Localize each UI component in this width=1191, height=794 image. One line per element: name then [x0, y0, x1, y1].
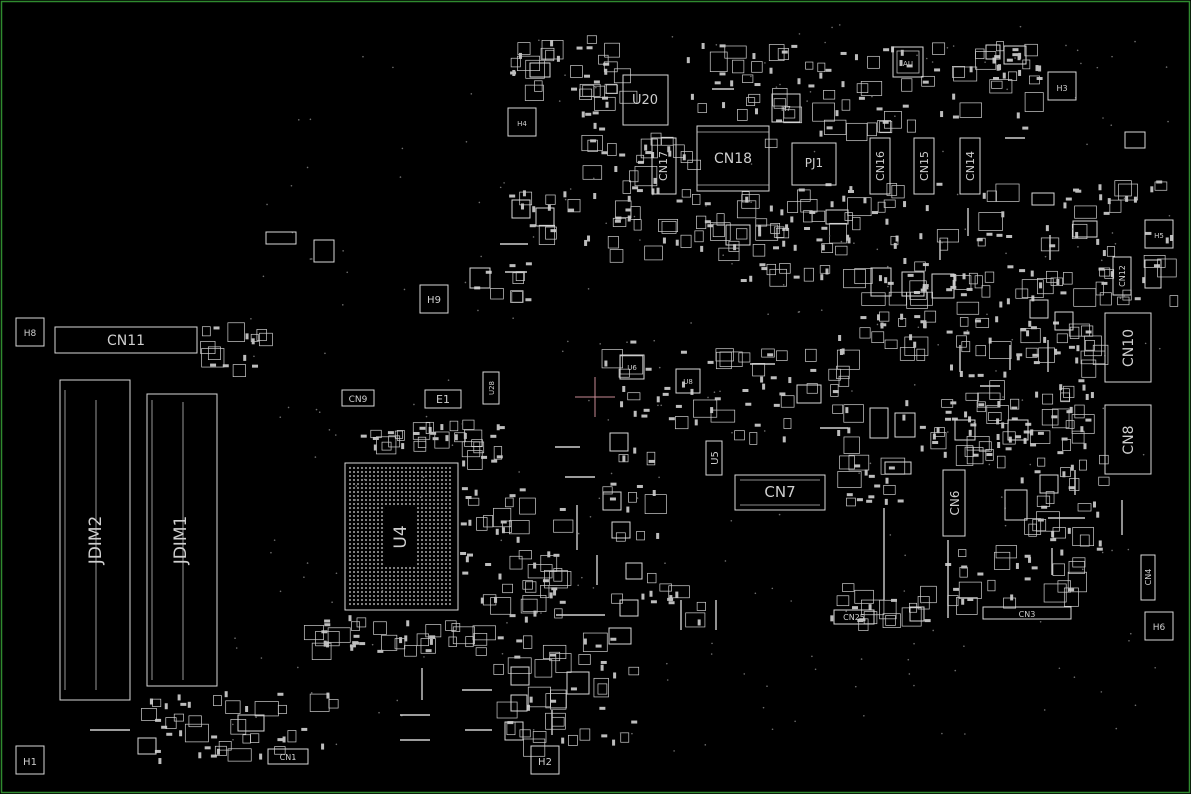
au-label: AU [903, 60, 913, 68]
h6-label: H6 [1153, 623, 1166, 633]
u20-label: U20 [632, 93, 658, 108]
crosshair-cursor-icon [575, 377, 615, 417]
u6-label: U6 [627, 364, 637, 372]
h4-label: H4 [517, 120, 527, 128]
pj1-jack[interactable]: PJ1 [791, 142, 837, 186]
h9-label: H9 [427, 295, 441, 306]
cn8-label: CN8 [1121, 425, 1137, 454]
cn8-connector[interactable]: CN8 [1104, 404, 1152, 475]
cn6-connector[interactable]: CN6 [942, 469, 966, 537]
cn10-label: CN10 [1121, 329, 1137, 367]
cn10-connector[interactable]: CN10 [1104, 312, 1152, 383]
hole-h1[interactable]: H1 [15, 745, 45, 775]
h7-label: H7 [781, 105, 791, 113]
u28-label: U28 [488, 381, 496, 395]
cn12-connector[interactable]: CN12 [1112, 256, 1132, 296]
hole-h4[interactable]: H4 [507, 107, 537, 137]
h5-label: H5 [1154, 232, 1164, 240]
jdim1-label: JDIM1 [171, 516, 191, 566]
hole-h8[interactable]: H8 [15, 317, 45, 347]
cn18-connector[interactable]: CN18 [696, 125, 770, 192]
cn14-label: CN14 [964, 151, 977, 181]
u8-chip[interactable]: U8 [675, 368, 701, 394]
cn11-connector[interactable]: CN11 [54, 326, 198, 354]
cn7-label: CN7 [764, 483, 795, 501]
cn4-connector[interactable]: CN4 [1140, 554, 1156, 601]
cn16-label: CN16 [874, 151, 887, 181]
h1-label: H1 [23, 757, 37, 768]
cn1-connector[interactable]: CN1 [267, 748, 309, 765]
u20-chip[interactable]: U20 [622, 74, 669, 126]
u5-chip[interactable]: U5 [705, 440, 723, 476]
cn4-label: CN4 [1144, 569, 1153, 586]
u6-chip[interactable]: U6 [619, 354, 645, 380]
smd-components [90, 24, 1179, 765]
au-chip[interactable]: AU [892, 46, 924, 78]
jdim2-label: JDIM2 [86, 516, 106, 566]
h8-label: H8 [24, 329, 37, 339]
cn15-label: CN15 [918, 151, 931, 181]
cn17-connector[interactable]: CN17 [651, 137, 677, 195]
cn11-label: CN11 [107, 333, 145, 349]
cn15-connector[interactable]: CN15 [913, 137, 935, 195]
cn25-connector[interactable]: CN25 [833, 609, 875, 625]
cn9-label: CN9 [349, 395, 368, 405]
cn6-label: CN6 [948, 491, 962, 516]
hole-h9[interactable]: H9 [419, 284, 449, 314]
e1-label: E1 [436, 393, 450, 406]
cn7-connector[interactable]: CN7 [734, 474, 826, 511]
e1-part[interactable]: E1 [424, 389, 462, 409]
hole-h7[interactable]: H7 [771, 93, 801, 123]
jdim1-slot[interactable]: JDIM1 [146, 393, 218, 687]
u4-label: U4 [391, 525, 411, 548]
hole-h5[interactable]: H5 [1144, 219, 1174, 249]
cn1-label: CN1 [280, 753, 297, 762]
hole-h3[interactable]: H3 [1047, 71, 1077, 101]
jdim2-slot[interactable]: JDIM2 [59, 379, 131, 701]
hole-h6[interactable]: H6 [1144, 611, 1174, 641]
cn18-label: CN18 [714, 151, 752, 167]
u8-label: U8 [683, 378, 693, 386]
pj1-label: PJ1 [805, 156, 823, 170]
h2-label: H2 [538, 757, 552, 768]
u28-chip[interactable]: U28 [482, 371, 500, 405]
h3-label: H3 [1056, 84, 1067, 93]
cn16-connector[interactable]: CN16 [869, 137, 891, 195]
hole-h2[interactable]: H2 [530, 745, 560, 775]
cn12-label: CN12 [1118, 265, 1127, 287]
cn3-connector[interactable]: CN3 [982, 606, 1072, 620]
cn17-label: CN17 [657, 151, 670, 181]
u5-label: U5 [710, 451, 721, 465]
cn25-label: CN25 [843, 613, 865, 622]
u4-cpu[interactable]: U4 [344, 462, 459, 611]
cn3-label: CN3 [1019, 610, 1036, 619]
cn9-connector[interactable]: CN9 [341, 389, 375, 407]
cn14-connector[interactable]: CN14 [959, 137, 981, 195]
